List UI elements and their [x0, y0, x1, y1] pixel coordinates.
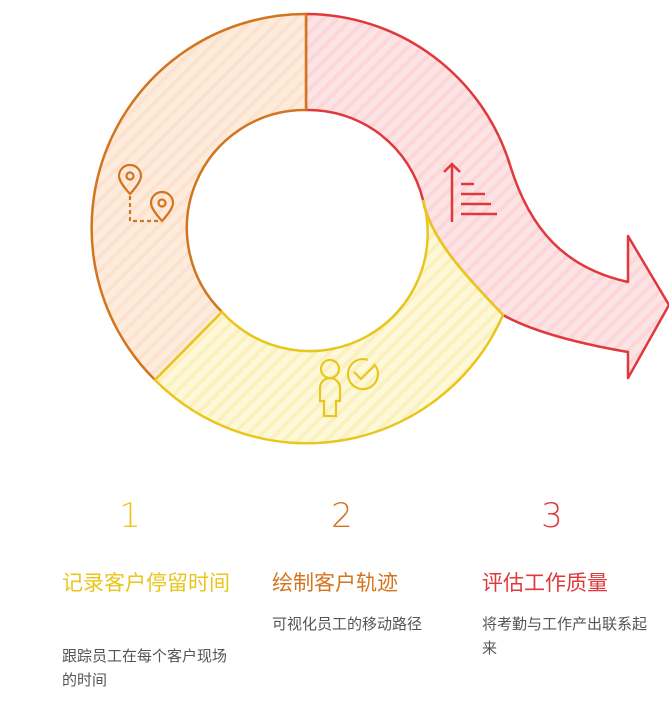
segment-step3-arrow [304, 12, 669, 380]
step3-title: 评估工作质量 [482, 571, 608, 595]
step1-description: 跟踪员工在每个客户现场的时间 [62, 647, 228, 689]
step2-description: 可视化员工的移动路径 [272, 615, 423, 633]
segment-step1 [153, 199, 505, 445]
step1-title: 记录客户停留时间 [62, 571, 230, 595]
map-route-icon [117, 163, 175, 223]
person-check-icon [318, 358, 379, 418]
step3-number: 3 [541, 496, 563, 536]
step2-number: 2 [331, 496, 353, 536]
step2-title: 绘制客户轨迹 [272, 571, 398, 595]
sort-ascending-icon [443, 162, 497, 222]
segment-step2 [90, 12, 308, 382]
step3-description: 将考勤与工作产出联系起来 [482, 615, 648, 657]
step1-number: 1 [119, 496, 141, 536]
